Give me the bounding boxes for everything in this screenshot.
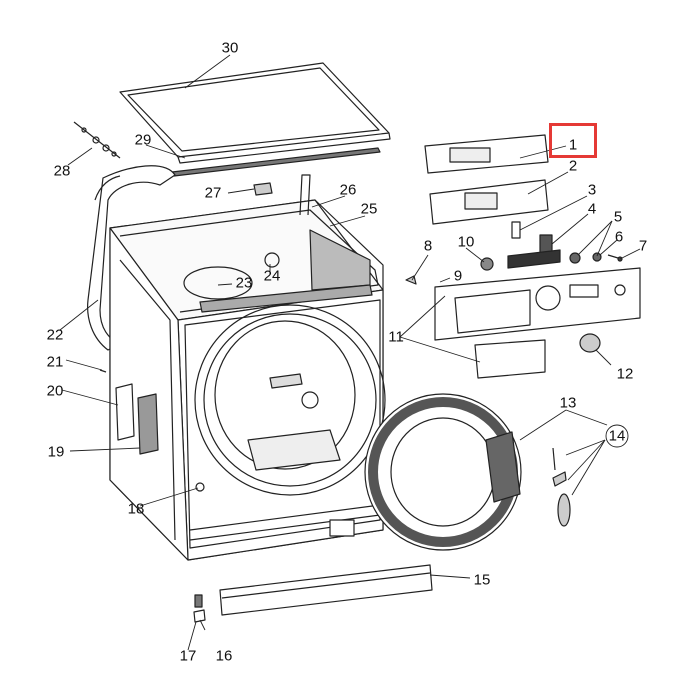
part-label-22[interactable]: 22: [46, 326, 64, 344]
part-label-15[interactable]: 15: [473, 571, 491, 589]
part-label-1[interactable]: 1: [568, 136, 578, 154]
part-label-26[interactable]: 26: [339, 181, 357, 199]
side-ring-part: [87, 165, 176, 351]
part-label-17[interactable]: 17: [179, 647, 197, 665]
drain-cap-part: [195, 482, 205, 492]
part-label-21[interactable]: 21: [46, 353, 64, 371]
kickplate-part: [219, 564, 433, 616]
part-label-23[interactable]: 23: [235, 274, 253, 292]
part-label-28[interactable]: 28: [53, 162, 71, 180]
part-label-10[interactable]: 10: [457, 233, 475, 251]
cabinet-body: [109, 174, 386, 561]
part-label-3[interactable]: 3: [587, 181, 597, 199]
part-label-25[interactable]: 25: [360, 200, 378, 218]
handle-parts: [552, 447, 571, 527]
part-label-16[interactable]: 16: [215, 647, 233, 665]
clip-part: [253, 182, 273, 196]
part-label-9[interactable]: 9: [453, 267, 463, 285]
small-parts: [405, 221, 623, 285]
part-label-11[interactable]: 11: [388, 328, 404, 346]
part-label-30[interactable]: 30: [221, 39, 239, 57]
part-label-7[interactable]: 7: [638, 237, 648, 255]
part-label-4[interactable]: 4: [587, 200, 597, 218]
part-label-20[interactable]: 20: [46, 382, 64, 400]
door-part: [364, 393, 522, 551]
part-label-13[interactable]: 13: [559, 394, 577, 412]
control-board-part: [424, 134, 549, 174]
screw-part: [99, 369, 107, 373]
part-label-29[interactable]: 29: [134, 131, 152, 149]
display-board-part: [429, 179, 549, 225]
knob-part: [579, 333, 601, 353]
screw-assembly-part: [73, 121, 121, 159]
part-label-24[interactable]: 24: [263, 267, 281, 285]
leader-lines: [59, 54, 641, 651]
part-label-14[interactable]: 14: [608, 427, 626, 445]
foot-part: [193, 594, 206, 623]
part-label-12[interactable]: 12: [616, 365, 634, 383]
top-lid-part: [119, 62, 391, 164]
part-label-19[interactable]: 19: [47, 443, 65, 461]
part-label-2[interactable]: 2: [568, 157, 578, 175]
highlight-box-part-1: [549, 123, 597, 158]
part-label-6[interactable]: 6: [614, 228, 624, 246]
control-panel-part: [434, 267, 641, 379]
part-label-27[interactable]: 27: [204, 184, 222, 202]
part-label-8[interactable]: 8: [423, 237, 433, 255]
part-label-5[interactable]: 5: [613, 208, 623, 226]
part-label-18[interactable]: 18: [127, 500, 145, 518]
